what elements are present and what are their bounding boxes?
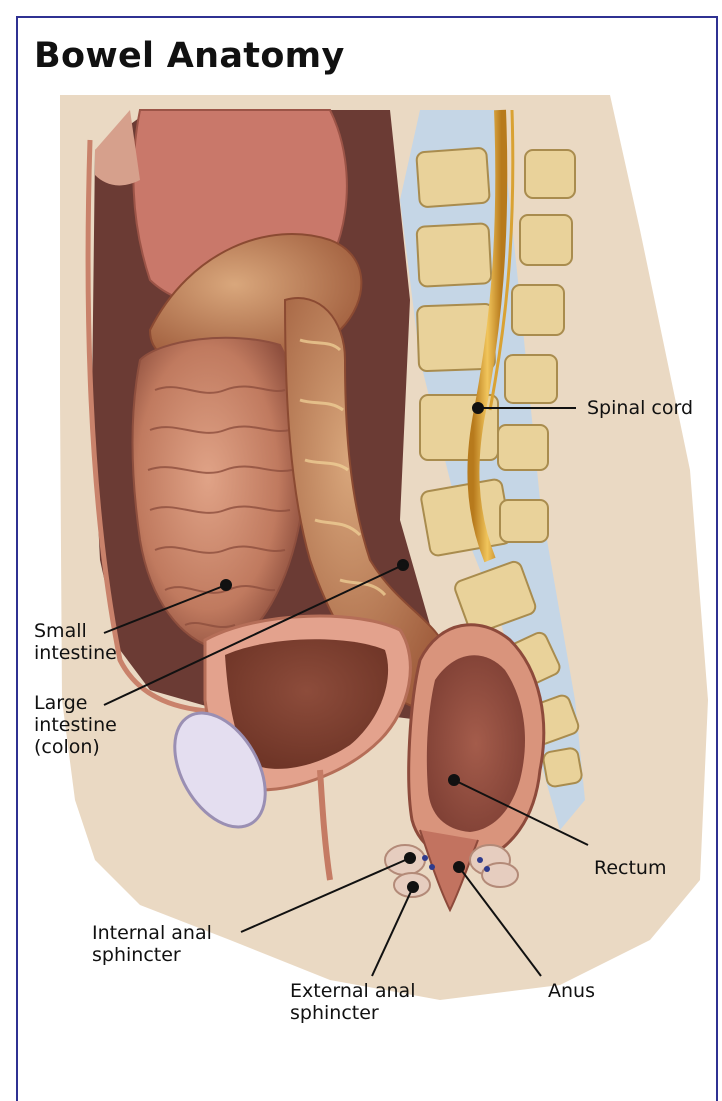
label-large-intestine: Large intestine (colon) — [34, 692, 117, 758]
label-small-intestine: Small intestine — [34, 620, 117, 664]
label-spinal-cord: Spinal cord — [587, 397, 693, 419]
label-anus: Anus — [548, 980, 595, 1002]
label-internal-anal-sphincter: Internal anal sphincter — [92, 922, 212, 966]
label-rectum: Rectum — [594, 857, 666, 879]
label-external-anal-sphincter: External anal sphincter — [290, 980, 415, 1024]
